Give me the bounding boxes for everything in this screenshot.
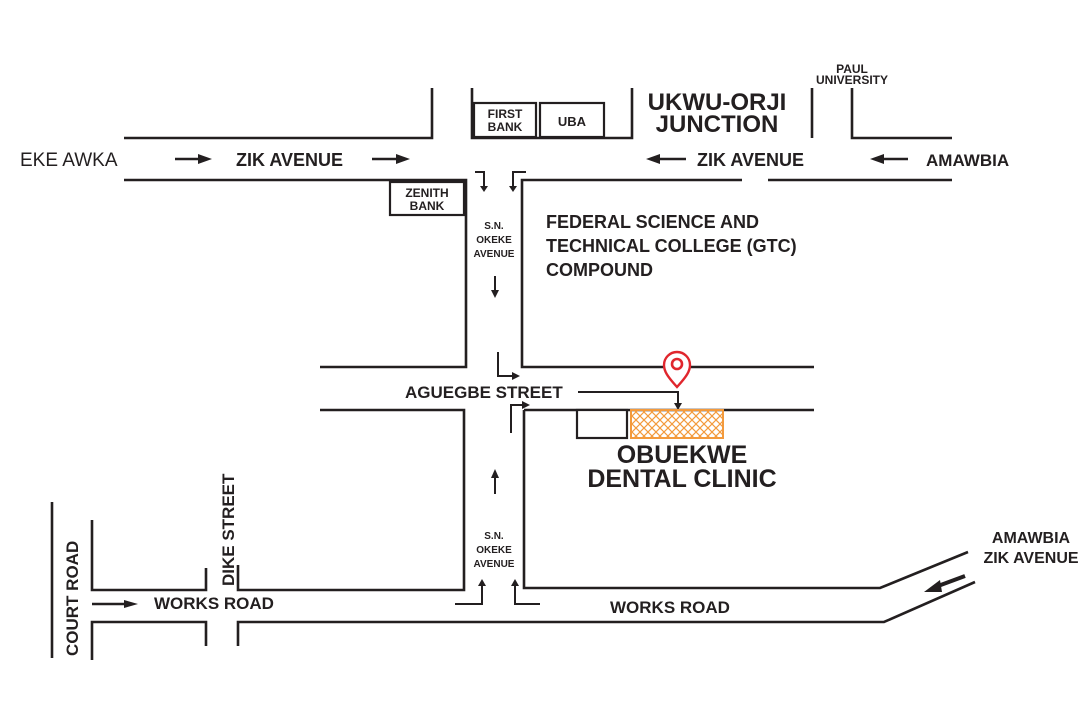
first-bank-label-2: BANK xyxy=(488,120,523,134)
clinic-plot xyxy=(630,409,724,439)
ukwu-orji-label-1: UKWU-ORJI xyxy=(648,89,787,116)
first-bank-label-1: FIRST xyxy=(488,107,523,121)
amawbia-label: AMAWBIA xyxy=(926,151,1009,170)
sn-okeke-top-label-1: S.N. xyxy=(484,221,504,232)
aguegbe-street-label: AGUEGBE STREET xyxy=(405,383,563,402)
map-pin-icon[interactable] xyxy=(662,350,692,389)
works-road-west-label: WORKS ROAD xyxy=(154,594,274,613)
works-road xyxy=(90,520,976,660)
sn-okeke-bottom-label-2: OKEKE xyxy=(476,545,512,556)
amawbia-zik-label-1: AMAWBIA xyxy=(992,530,1071,547)
fsc-label-3: COMPOUND xyxy=(546,260,653,280)
ukwu-orji-label-2: JUNCTION xyxy=(656,111,779,138)
clinic-label-1: OBUEKWE xyxy=(617,441,748,469)
sn-okeke-top-label-3: AVENUE xyxy=(474,249,515,260)
turn-arrows xyxy=(455,171,682,605)
clinic-label-2: DENTAL CLINIC xyxy=(587,465,776,493)
adjacent-building xyxy=(575,408,629,440)
paul-university-label-2: UNIVERSITY xyxy=(816,73,888,87)
works-road-east-label: WORKS ROAD xyxy=(610,598,730,617)
zik-avenue-west-label: ZIK AVENUE xyxy=(236,150,343,170)
sn-okeke-bottom-label-3: AVENUE xyxy=(474,559,515,570)
amawbia-zik-label-2: ZIK AVENUE xyxy=(983,550,1078,567)
fsc-label-1: FEDERAL SCIENCE AND xyxy=(546,212,759,232)
arrow-icon xyxy=(92,154,966,608)
court-road-label: COURT ROAD xyxy=(63,541,82,656)
dike-street-label: DIKE STREET xyxy=(219,473,238,586)
uba-label: UBA xyxy=(558,114,587,129)
zenith-bank-building: ZENITH BANK xyxy=(388,180,466,217)
sn-okeke-top-label-2: OKEKE xyxy=(476,235,512,246)
fsc-label-2: TECHNICAL COLLEGE (GTC) xyxy=(546,236,797,256)
uba-building: UBA xyxy=(538,101,606,139)
paul-university-label-1: PAUL xyxy=(836,62,868,76)
sn-okeke-bottom-label-1: S.N. xyxy=(484,531,504,542)
eke-awka-label: EKE AWKA xyxy=(20,150,118,171)
zenith-label-1: ZENITH xyxy=(405,186,448,200)
zenith-label-2: BANK xyxy=(410,199,445,213)
first-bank-building: FIRST BANK xyxy=(472,101,538,139)
zik-avenue-road xyxy=(124,88,952,192)
zik-avenue-east-label: ZIK AVENUE xyxy=(697,150,804,170)
